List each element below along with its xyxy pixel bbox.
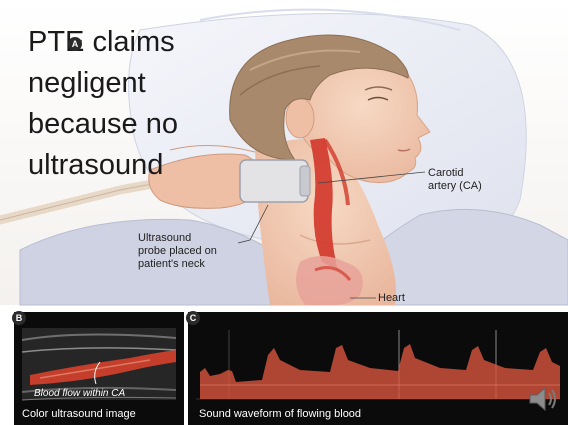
ultrasound-probe — [240, 160, 308, 202]
slide-title: PTE claims negligent because no ultrasou… — [28, 22, 248, 186]
title-line: negligent — [28, 63, 248, 104]
heart-label: Heart — [378, 292, 405, 305]
carotid-label: Carotid artery (CA) — [428, 167, 482, 193]
panel-c-badge: C — [186, 311, 200, 325]
panel-b-inner-caption: Blood flow within CA — [34, 388, 125, 399]
panel-b-caption: Color ultrasound image — [22, 408, 136, 421]
title-line: ultrasound — [28, 145, 248, 186]
title-line: PTE claims — [28, 22, 248, 63]
panel-a-badge: A — [68, 37, 82, 51]
panel-c-caption: Sound waveform of flowing blood — [199, 408, 361, 421]
speaker-icon[interactable] — [526, 382, 560, 416]
probe-label: Ultrasound probe placed on patient's nec… — [138, 232, 217, 271]
title-line: because no — [28, 104, 248, 145]
panel-b-badge: B — [12, 311, 26, 325]
